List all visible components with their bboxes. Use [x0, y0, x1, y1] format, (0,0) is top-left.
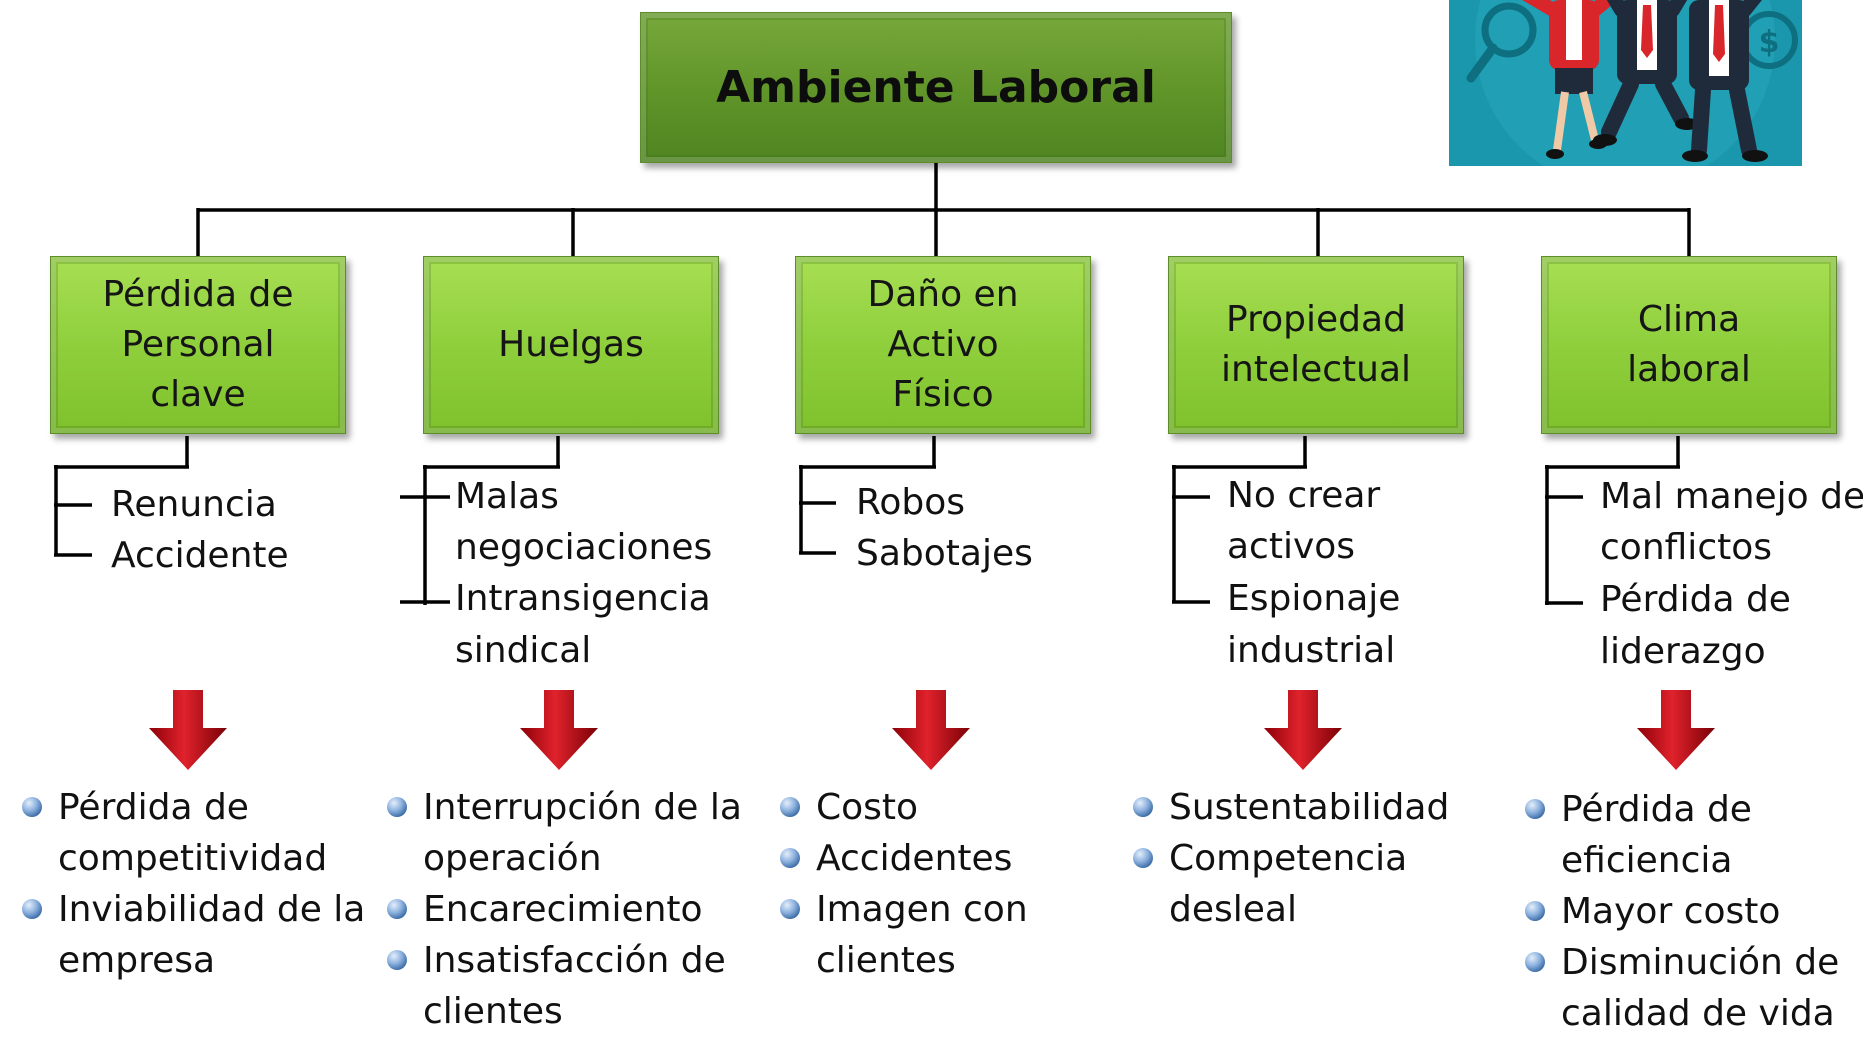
effect-line: Pérdida de: [58, 787, 249, 828]
effects-list: Pérdida de eficiencia Mayor costo Disminu…: [1523, 784, 1839, 1039]
sphere-bullet-icon: [1133, 848, 1153, 868]
sphere-bullet-icon: [1525, 952, 1545, 972]
cause-item: Pérdida de: [1600, 579, 1791, 620]
effect-line: clientes: [816, 940, 956, 981]
sphere-bullet-icon: [22, 899, 42, 919]
sphere-bullet-icon: [780, 797, 800, 817]
cause-item: liderazgo: [1600, 631, 1766, 672]
effect-line: Accidentes: [816, 838, 1013, 879]
effect-line: competitividad: [58, 838, 328, 879]
cause-item: Espionaje: [1227, 578, 1401, 619]
effect-line: operación: [423, 838, 602, 879]
sphere-bullet-icon: [1525, 901, 1545, 921]
cause-item: Renuncia: [111, 484, 277, 525]
effect-item: Encarecimiento: [385, 884, 742, 935]
effect-item: Pérdida de competitividad: [20, 782, 365, 884]
category-label: Pérdida de Personal clave: [102, 274, 294, 415]
root-node: Ambiente Laboral: [640, 12, 1232, 163]
sphere-bullet-icon: [1133, 797, 1153, 817]
effect-line: Pérdida de: [1561, 789, 1752, 830]
cause-item: Robos: [856, 482, 966, 523]
down-arrow-icon: [520, 690, 598, 770]
effect-line: Competencia: [1169, 838, 1408, 879]
effect-item: Insatisfacción de clientes: [385, 935, 742, 1037]
category-node-perdida-personal: Pérdida de Personal clave: [50, 256, 346, 434]
effect-line: Disminución de: [1561, 942, 1840, 983]
category-node-huelgas: Huelgas: [423, 256, 719, 434]
effect-item: Sustentabilidad: [1131, 782, 1449, 833]
category-label: Propiedad intelectual: [1220, 299, 1412, 390]
down-arrow-icon: [1637, 690, 1715, 770]
effect-item: Pérdida de eficiencia: [1523, 784, 1839, 886]
category-label: Huelgas: [498, 324, 644, 365]
effect-item: Costo: [778, 782, 1028, 833]
cause-item: Malas: [455, 476, 559, 517]
effects-list: Costo Accidentes Imagen con clientes: [778, 782, 1028, 986]
effect-line: empresa: [58, 940, 216, 981]
category-label: Clima laboral: [1627, 299, 1751, 390]
effect-line: clientes: [423, 991, 563, 1032]
effect-line: Imagen con: [816, 889, 1028, 930]
effect-item: Inviabilidad de la empresa: [20, 884, 365, 986]
category-node-dano-activo: Daño en Activo Físico: [795, 256, 1091, 434]
effects-list: Sustentabilidad Competencia desleal: [1131, 782, 1449, 935]
cause-item: industrial: [1227, 630, 1396, 671]
down-arrow-icon: [1264, 690, 1342, 770]
sphere-bullet-icon: [387, 950, 407, 970]
effect-item: Disminución de calidad de vida: [1523, 937, 1839, 1039]
effect-line: Encarecimiento: [423, 889, 703, 930]
cause-item: conflictos: [1600, 527, 1773, 568]
effect-item: Competencia desleal: [1131, 833, 1449, 935]
down-arrow-icon: [149, 690, 227, 770]
cause-item: No crear: [1227, 475, 1381, 516]
cause-item: negociaciones: [455, 527, 713, 568]
cause-item: sindical: [455, 630, 592, 671]
svg-text:$: $: [1759, 25, 1780, 60]
effect-line: Mayor costo: [1561, 891, 1781, 932]
sphere-bullet-icon: [387, 899, 407, 919]
category-node-propiedad-intelectual: Propiedad intelectual: [1168, 256, 1464, 434]
sphere-bullet-icon: [780, 899, 800, 919]
effect-item: Accidentes: [778, 833, 1028, 884]
cause-item: activos: [1227, 526, 1356, 567]
down-arrow-icon: [892, 690, 970, 770]
effect-line: Interrupción de la: [423, 787, 742, 828]
effect-item: Interrupción de la operación: [385, 782, 742, 884]
sphere-bullet-icon: [780, 848, 800, 868]
effect-line: Inviabilidad de la: [58, 889, 366, 930]
cause-item: Mal manejo de: [1600, 476, 1863, 517]
business-team-celebrating-illustration: $: [1449, 0, 1802, 166]
effect-line: Costo: [816, 787, 919, 828]
effect-line: calidad de vida: [1561, 993, 1835, 1034]
sphere-bullet-icon: [1525, 799, 1545, 819]
effect-line: eficiencia: [1561, 840, 1733, 881]
effect-item: Mayor costo: [1523, 886, 1839, 937]
category-node-clima-laboral: Clima laboral: [1541, 256, 1837, 434]
category-label: Daño en Activo Físico: [867, 274, 1019, 415]
cause-item: Accidente: [111, 535, 289, 576]
cause-item: Sabotajes: [856, 533, 1033, 574]
effect-item: Imagen con clientes: [778, 884, 1028, 986]
effect-line: Sustentabilidad: [1169, 787, 1450, 828]
effect-line: desleal: [1169, 889, 1297, 930]
effects-list: Pérdida de competitividad Inviabilidad de…: [20, 782, 365, 986]
sphere-bullet-icon: [387, 797, 407, 817]
sphere-bullet-icon: [22, 797, 42, 817]
root-node-label: Ambiente Laboral: [716, 62, 1156, 113]
effect-line: Insatisfacción de: [423, 940, 726, 981]
cause-item: Intransigencia: [455, 578, 711, 619]
effects-list: Interrupción de la operación Encarecimien…: [385, 782, 742, 1037]
